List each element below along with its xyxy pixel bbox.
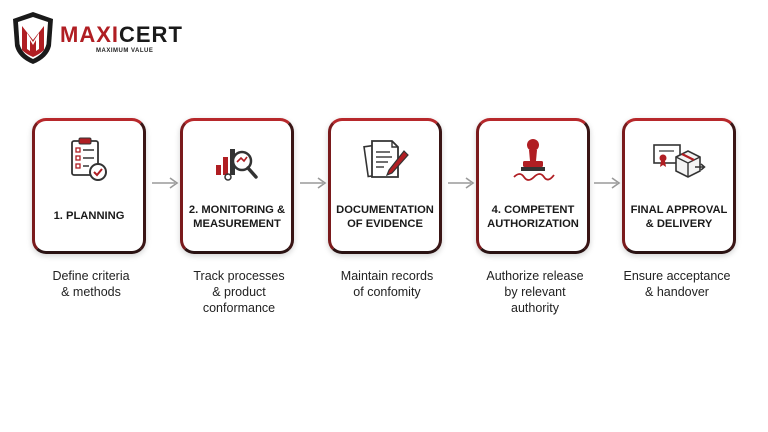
step-card: DOCUMENTATION OF EVIDENCE xyxy=(328,118,442,254)
arrow-right-icon xyxy=(300,177,327,189)
step-title: 4. COMPETENT AUTHORIZATION xyxy=(487,204,579,230)
step-description: Define criteria & methods xyxy=(52,269,130,299)
arrow-right-icon xyxy=(594,177,621,189)
step-title: DOCUMENTATION OF EVIDENCE xyxy=(336,204,434,230)
step-planning: 1. PLANNING xyxy=(32,118,146,254)
step-final-approval: FINAL APPROVAL & DELIVERY xyxy=(622,118,736,254)
step-description: Maintain records of confomity xyxy=(340,269,434,299)
step-description: Authorize release by relevant authority xyxy=(486,269,584,315)
logo: MAXICERT MAXIMUM VALUE xyxy=(10,10,200,68)
step-title: 2. MONITORING & MEASUREMENT xyxy=(188,204,286,230)
brand-name: MAXICERT xyxy=(60,22,183,47)
chart-magnifier-icon xyxy=(216,149,258,181)
step-description: Ensure acceptance & handover xyxy=(623,269,731,299)
step-card: 4. COMPETENT AUTHORIZATION xyxy=(476,118,590,254)
checklist-icon xyxy=(71,137,107,181)
step-title: 1. PLANNING xyxy=(53,210,125,222)
step-authorization: 4. COMPETENT AUTHORIZATION xyxy=(476,118,590,254)
shield-logo-icon xyxy=(13,12,53,64)
step-card: 1. PLANNING xyxy=(32,118,146,254)
stamp-icon xyxy=(513,139,555,181)
brand-tagline: MAXIMUM VALUE xyxy=(96,48,154,54)
step-monitoring: 2. MONITORING & MEASUREMENT xyxy=(180,118,294,254)
step-documentation: DOCUMENTATION OF EVIDENCE xyxy=(328,118,442,254)
certificate-box-icon xyxy=(653,144,706,178)
step-card: FINAL APPROVAL & DELIVERY xyxy=(622,118,736,254)
documents-pen-icon xyxy=(363,140,409,178)
step-card: 2. MONITORING & MEASUREMENT xyxy=(180,118,294,254)
step-title: FINAL APPROVAL & DELIVERY xyxy=(630,204,728,230)
arrow-right-icon xyxy=(448,177,475,189)
step-description: Track processes & product conformance xyxy=(193,269,285,315)
arrow-right-icon xyxy=(152,177,179,189)
